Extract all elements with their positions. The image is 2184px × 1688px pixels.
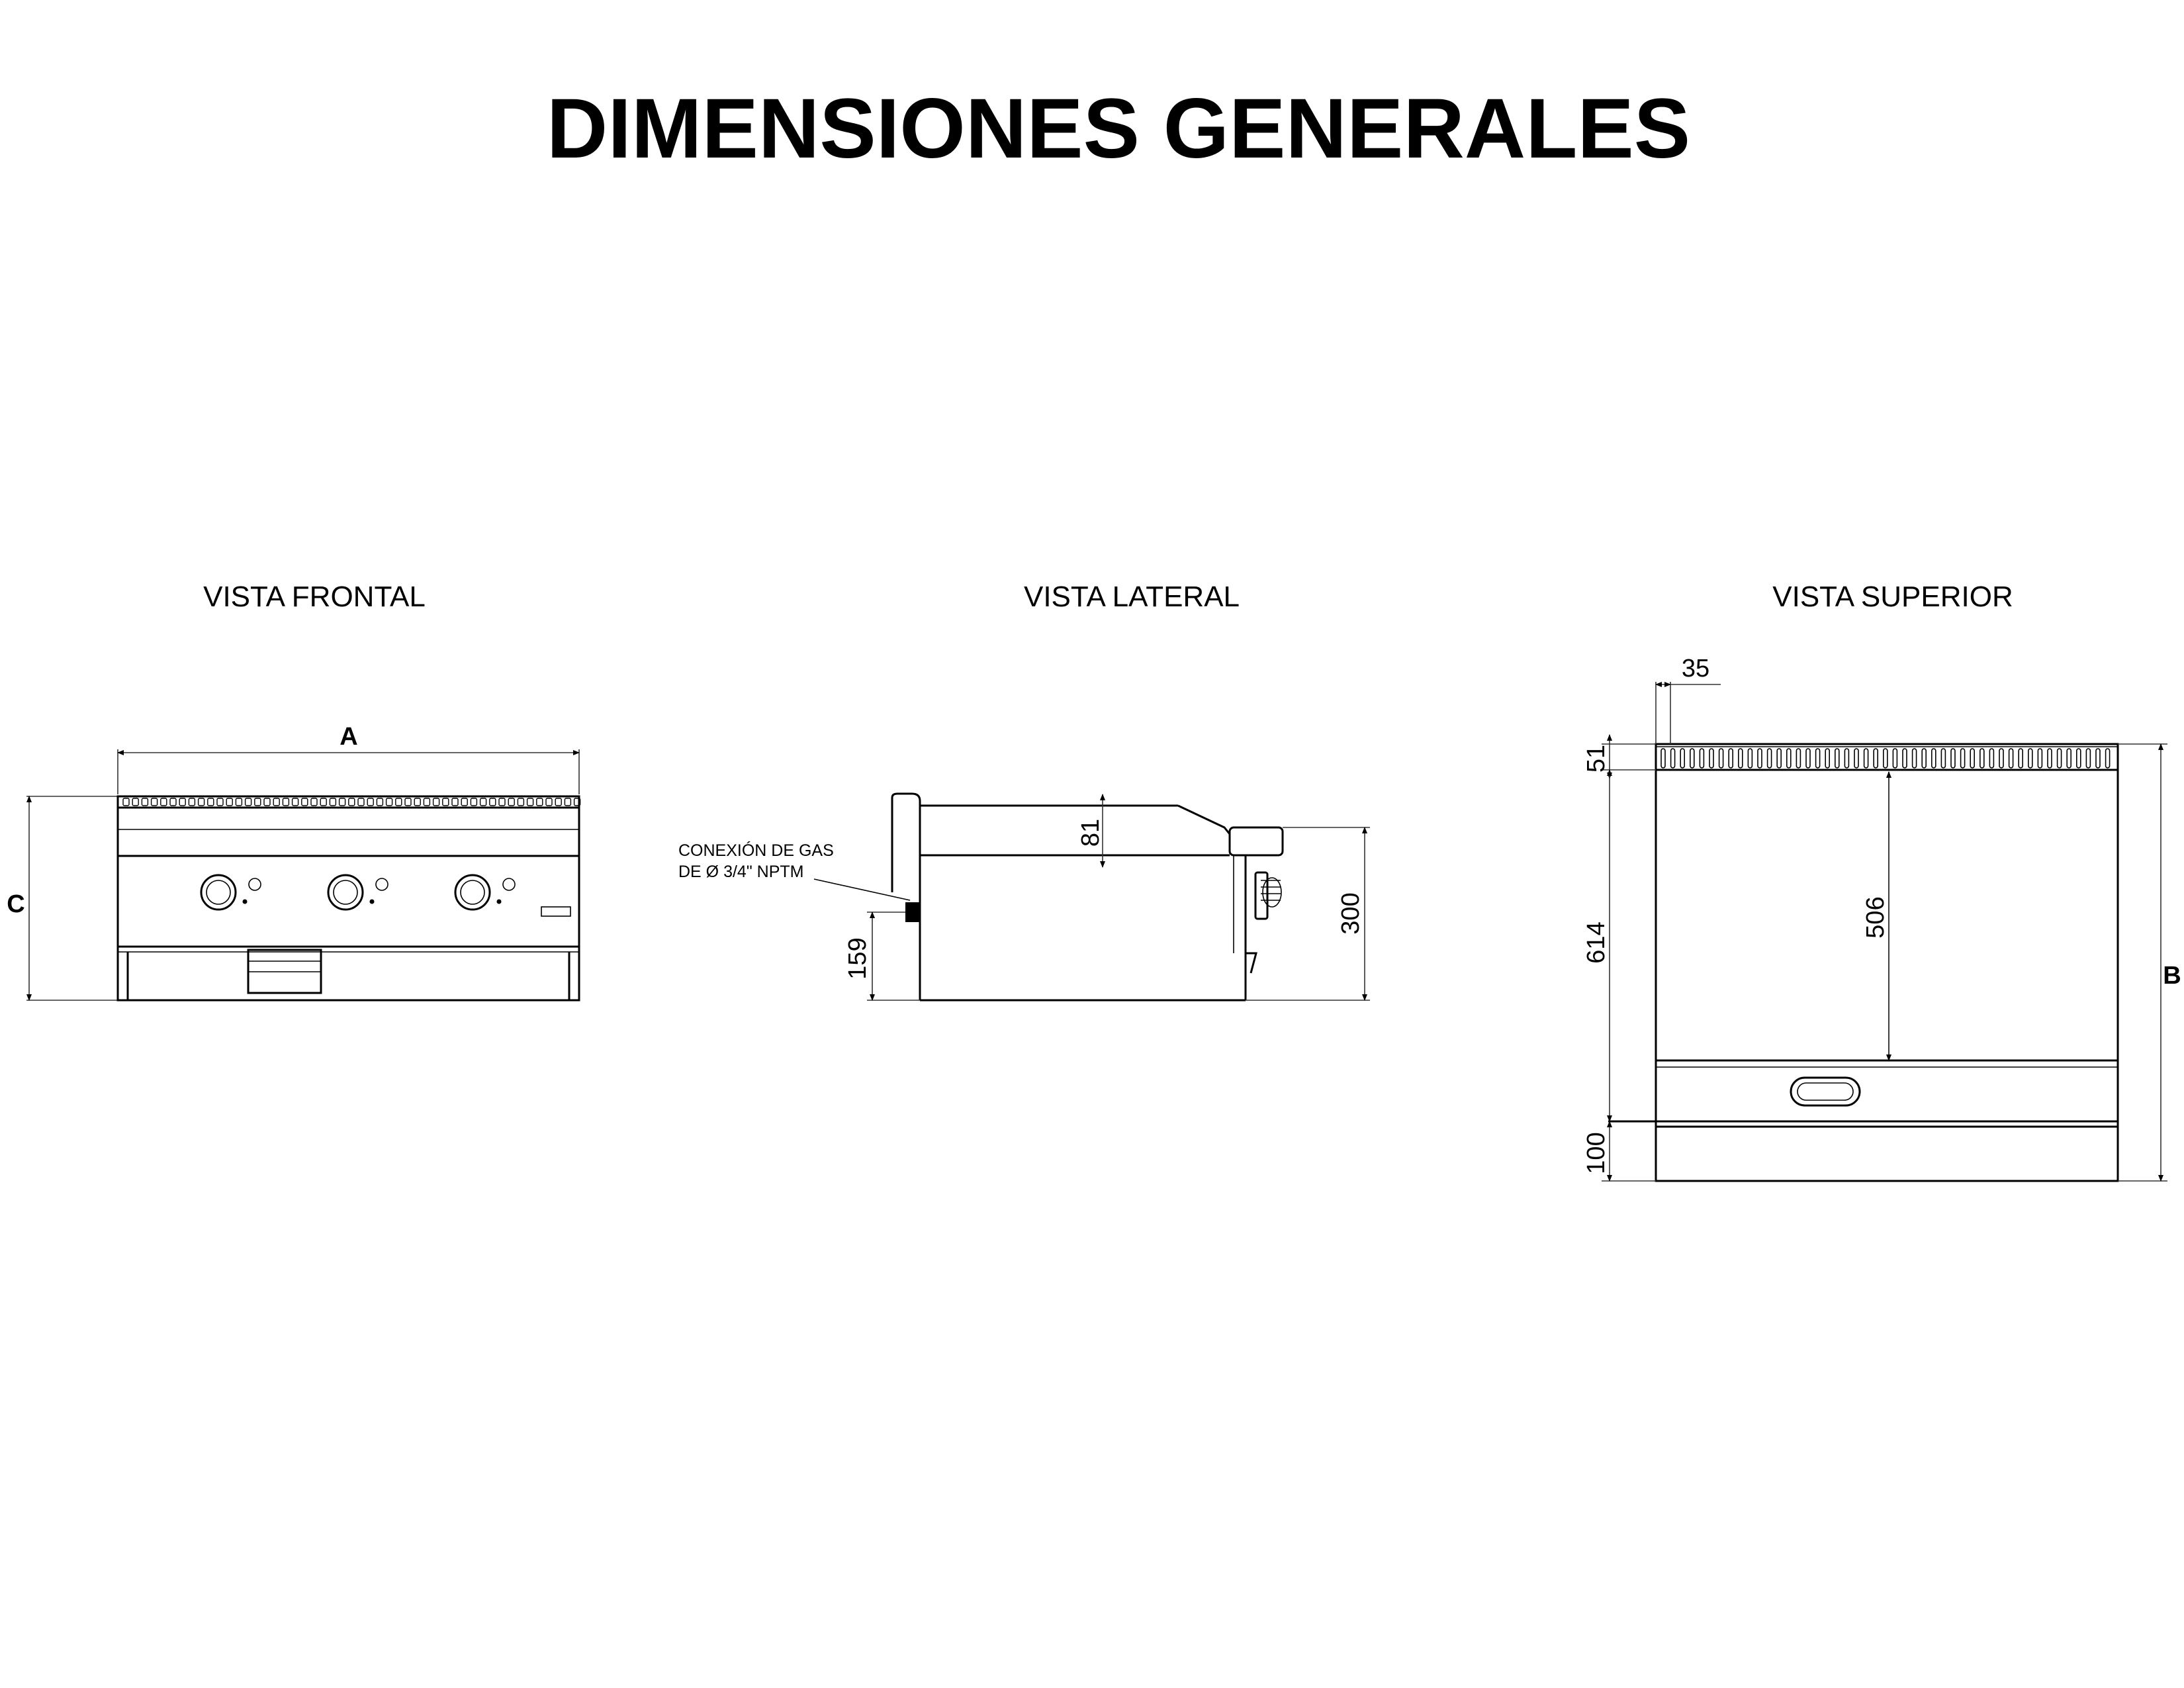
control-knob-1 [200,874,261,911]
top-grill-teeth [1661,748,2111,769]
dim-b: B [2163,962,2181,990]
front-view-label: VISTA FRONTAL [203,581,426,613]
dim-a: A [340,723,357,751]
front-grill-teeth [122,798,581,806]
drawer-handle [1790,1076,1861,1107]
gas-note-line2: DE Ø 3/4" NPTM [678,863,803,881]
dim-51: 51 [1582,745,1610,773]
top-view: VISTA SUPERIOR 35 51 614 100 [1582,581,2181,1182]
page-title: DIMENSIONES GENERALES [547,81,1690,176]
side-view-label: VISTA LATERAL [1024,581,1240,613]
front-view: VISTA FRONTAL A C [7,581,581,1002]
dim-81: 81 [1077,819,1105,847]
side-knob [1254,871,1282,920]
gas-connector [905,902,920,922]
brand-plate [541,906,571,917]
dim-35: 35 [1682,655,1709,682]
gas-note-line1: CONEXIÓN DE GAS [678,841,834,860]
side-view: VISTA LATERAL CONEXIÓN DE GAS DE Ø 3/4" … [678,581,1370,1002]
dim-506: 506 [1862,896,1889,938]
dim-100: 100 [1582,1132,1610,1174]
control-knob-2 [327,874,388,911]
dim-159: 159 [844,937,872,979]
dim-300: 300 [1337,892,1365,934]
top-view-label: VISTA SUPERIOR [1772,581,2013,613]
dim-c: C [7,890,24,918]
control-knob-3 [454,874,516,911]
dim-614: 614 [1582,921,1610,963]
